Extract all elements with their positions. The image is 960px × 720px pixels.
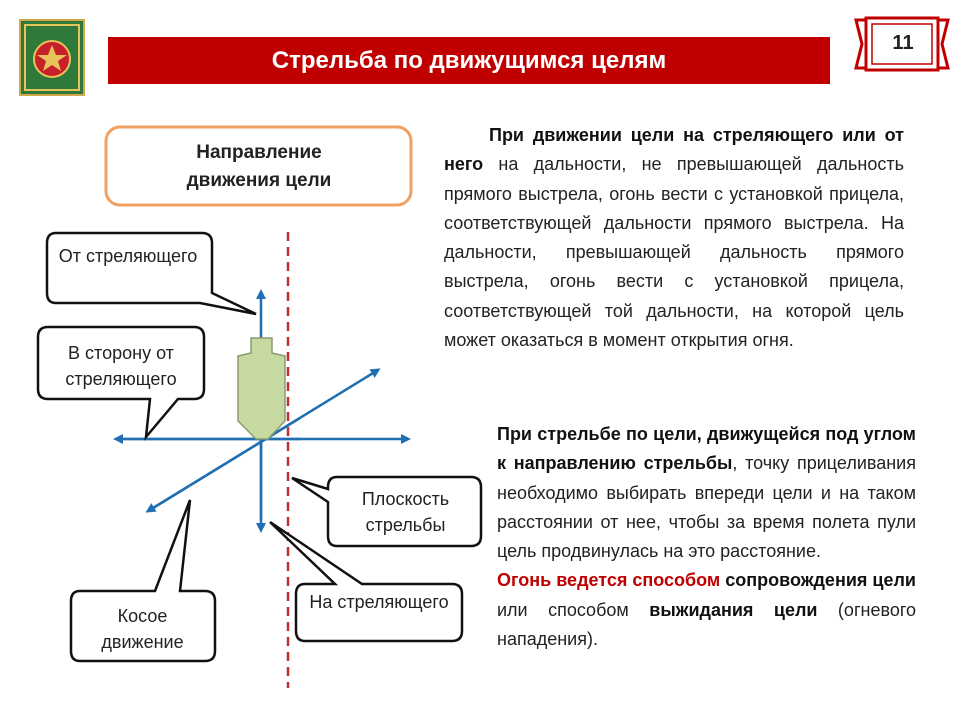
- callout-oblique-label: Косое движение: [101, 606, 184, 652]
- callout-toward-shooter: [269, 520, 464, 643]
- emblem-logo: [19, 19, 85, 96]
- fire-method-red: Огонь ведется способом: [497, 570, 721, 591]
- paragraph-direct-motion: При движении цели на стреляющего или от …: [444, 121, 904, 355]
- paragraph-angled-motion-bold: При стрельбе по цели, движущейся под угл…: [497, 424, 916, 474]
- fire-method-tracking: сопровождения цели: [720, 570, 916, 591]
- diagram-heading: Направление движения цели: [186, 142, 332, 191]
- page-number-ribbon: [854, 16, 950, 72]
- paragraph-direct-motion-bold: При движении цели на стреляющего или от …: [444, 125, 904, 175]
- callout-firing-plane-label: Плоскость стрельбы: [361, 489, 450, 535]
- fire-method-waiting: выжидания цели: [649, 599, 818, 620]
- callout-toward-shooter-label: На стреляющего: [309, 592, 449, 612]
- callout-from-shooter: [45, 231, 257, 316]
- page-number: 11: [892, 32, 914, 54]
- callout-firing-plane: [291, 475, 483, 548]
- page-title: Стрельба по движущимся целям: [108, 37, 830, 84]
- callout-sideways-label: В сторону от стреляющего: [65, 343, 177, 389]
- paragraph-direct-motion-rest: на дальности, не превышающей дальность п…: [444, 154, 904, 351]
- callout-oblique: [69, 499, 217, 663]
- callout-sideways: [36, 325, 206, 441]
- heading-box: [104, 125, 413, 207]
- callout-from-shooter-label: От стреляющего: [58, 246, 198, 266]
- fire-method-or: или способом: [497, 599, 650, 620]
- paragraph-angled-motion-rest: , точку прицеливания необходимо выбирать…: [497, 453, 916, 562]
- paragraph-angled-motion: При стрельбе по цели, движущейся под угл…: [497, 420, 916, 654]
- target-figure: [237, 337, 286, 440]
- fire-method-end: (огневого нападения).: [497, 599, 917, 650]
